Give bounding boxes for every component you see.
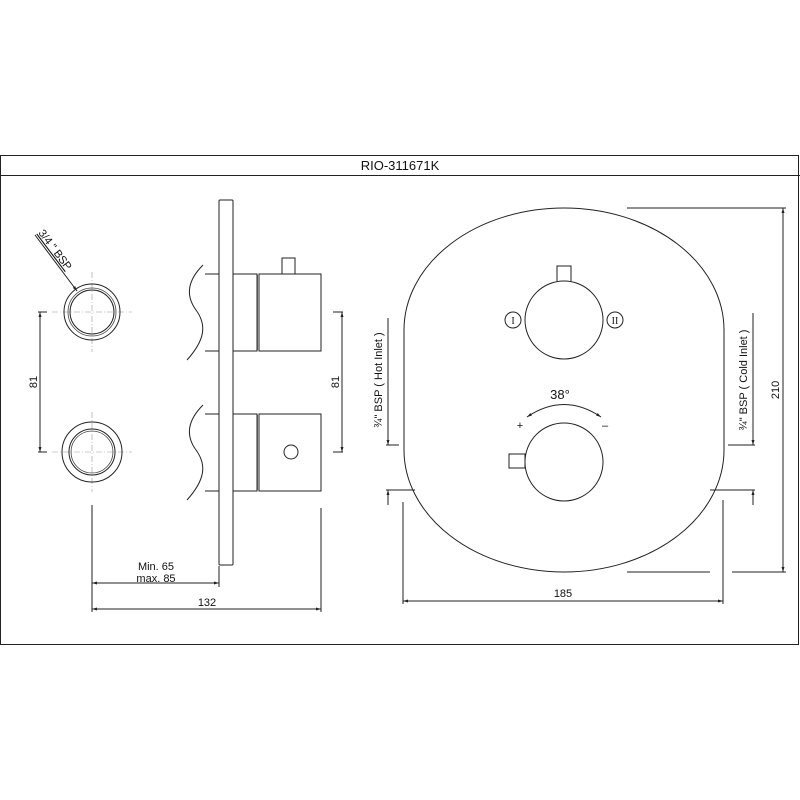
drawing-title: RIO-311671K — [361, 158, 440, 173]
total-depth-label: 132 — [198, 597, 216, 609]
cold-inlet-dimension — [710, 313, 755, 505]
dimension-81-right-label: 81 — [330, 376, 342, 388]
side-view — [186, 199, 322, 566]
cover-plate — [403, 207, 725, 573]
dimension-81-right — [333, 311, 344, 453]
bsp-leader — [34, 234, 78, 292]
inlet-bottom — [52, 412, 132, 492]
depth-max-label: max. 85 — [136, 573, 175, 585]
height-dimension — [627, 207, 786, 573]
diverter-hole — [283, 444, 299, 460]
cold-inlet-label: ¾" BSP ( Cold Inlet ) — [738, 330, 750, 431]
height-label: 210 — [770, 381, 782, 399]
dimension-81-left-label: 81 — [28, 376, 40, 388]
inlet-top — [52, 272, 132, 352]
thermostat-knob — [508, 404, 604, 502]
position-2-label: II — [612, 316, 619, 327]
hot-inlet-label: ¾" BSP ( Hot Inlet ) — [373, 332, 385, 427]
width-label: 185 — [554, 588, 572, 600]
diverter-knob — [504, 265, 624, 360]
bsp-thread-label: 3/4 " BSP — [36, 228, 74, 273]
depth-min-label: Min. 65 — [138, 561, 174, 573]
rotation-angle-label: 38° — [550, 387, 570, 402]
dimension-81-left — [38, 311, 47, 453]
plus-label: + — [517, 420, 523, 432]
drawing-frame — [0, 155, 799, 645]
minus-label: – — [602, 420, 609, 432]
depth-dimensions — [91, 505, 322, 612]
hot-inlet-dimension — [386, 318, 415, 505]
position-1-label: I — [511, 316, 514, 327]
width-dimension — [402, 500, 724, 604]
